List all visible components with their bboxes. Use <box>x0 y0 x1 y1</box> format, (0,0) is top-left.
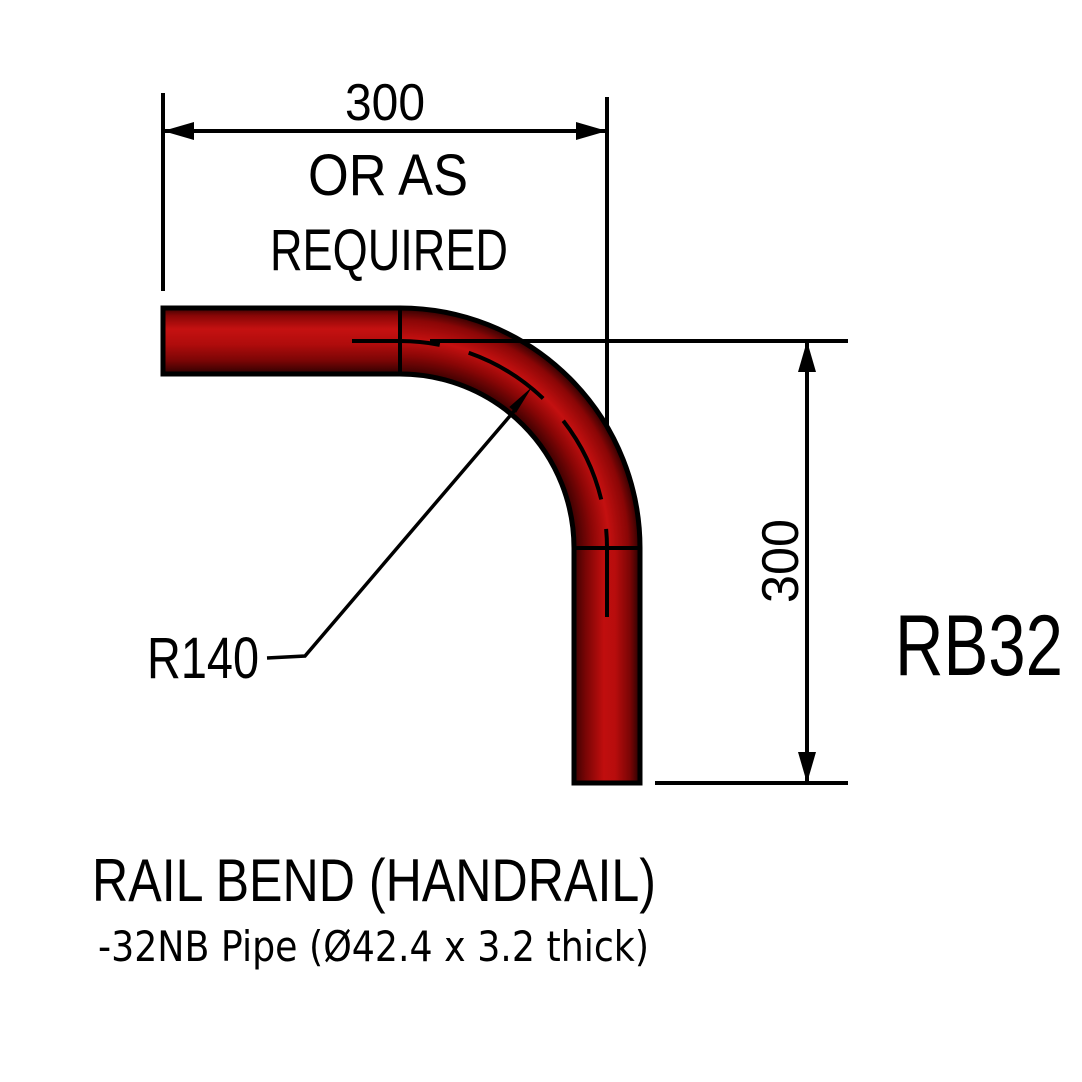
radius-callout: R140 <box>147 387 532 691</box>
pipe-shape <box>160 305 643 786</box>
arrowhead-right-icon <box>576 122 607 140</box>
arrowhead-left-icon <box>163 122 194 140</box>
part-code: RB32 <box>895 598 1063 694</box>
dimension-note-line2: REQUIRED <box>270 218 508 283</box>
vertical-dimension: 300 <box>430 339 848 785</box>
drawing-subtitle: -32NB Pipe (Ø42.4 x 3.2 thick) <box>98 922 649 971</box>
radius-arrowhead-icon <box>509 387 532 413</box>
arrowhead-up-icon <box>798 341 816 372</box>
pipe-shading-bend <box>400 308 640 548</box>
dimension-value-horizontal: 300 <box>345 74 425 132</box>
radius-leader-line <box>266 408 517 660</box>
pipe-centerline <box>352 339 609 645</box>
radius-label: R140 <box>147 626 259 691</box>
arrowhead-down-icon <box>798 752 816 783</box>
dimension-note-line1: OR AS <box>308 143 468 208</box>
horizontal-dimension: 300 OR AS REQUIRED <box>161 74 609 427</box>
drawing-title: RAIL BEND (HANDRAIL) <box>92 847 656 914</box>
dimension-value-vertical: 300 <box>752 519 810 603</box>
